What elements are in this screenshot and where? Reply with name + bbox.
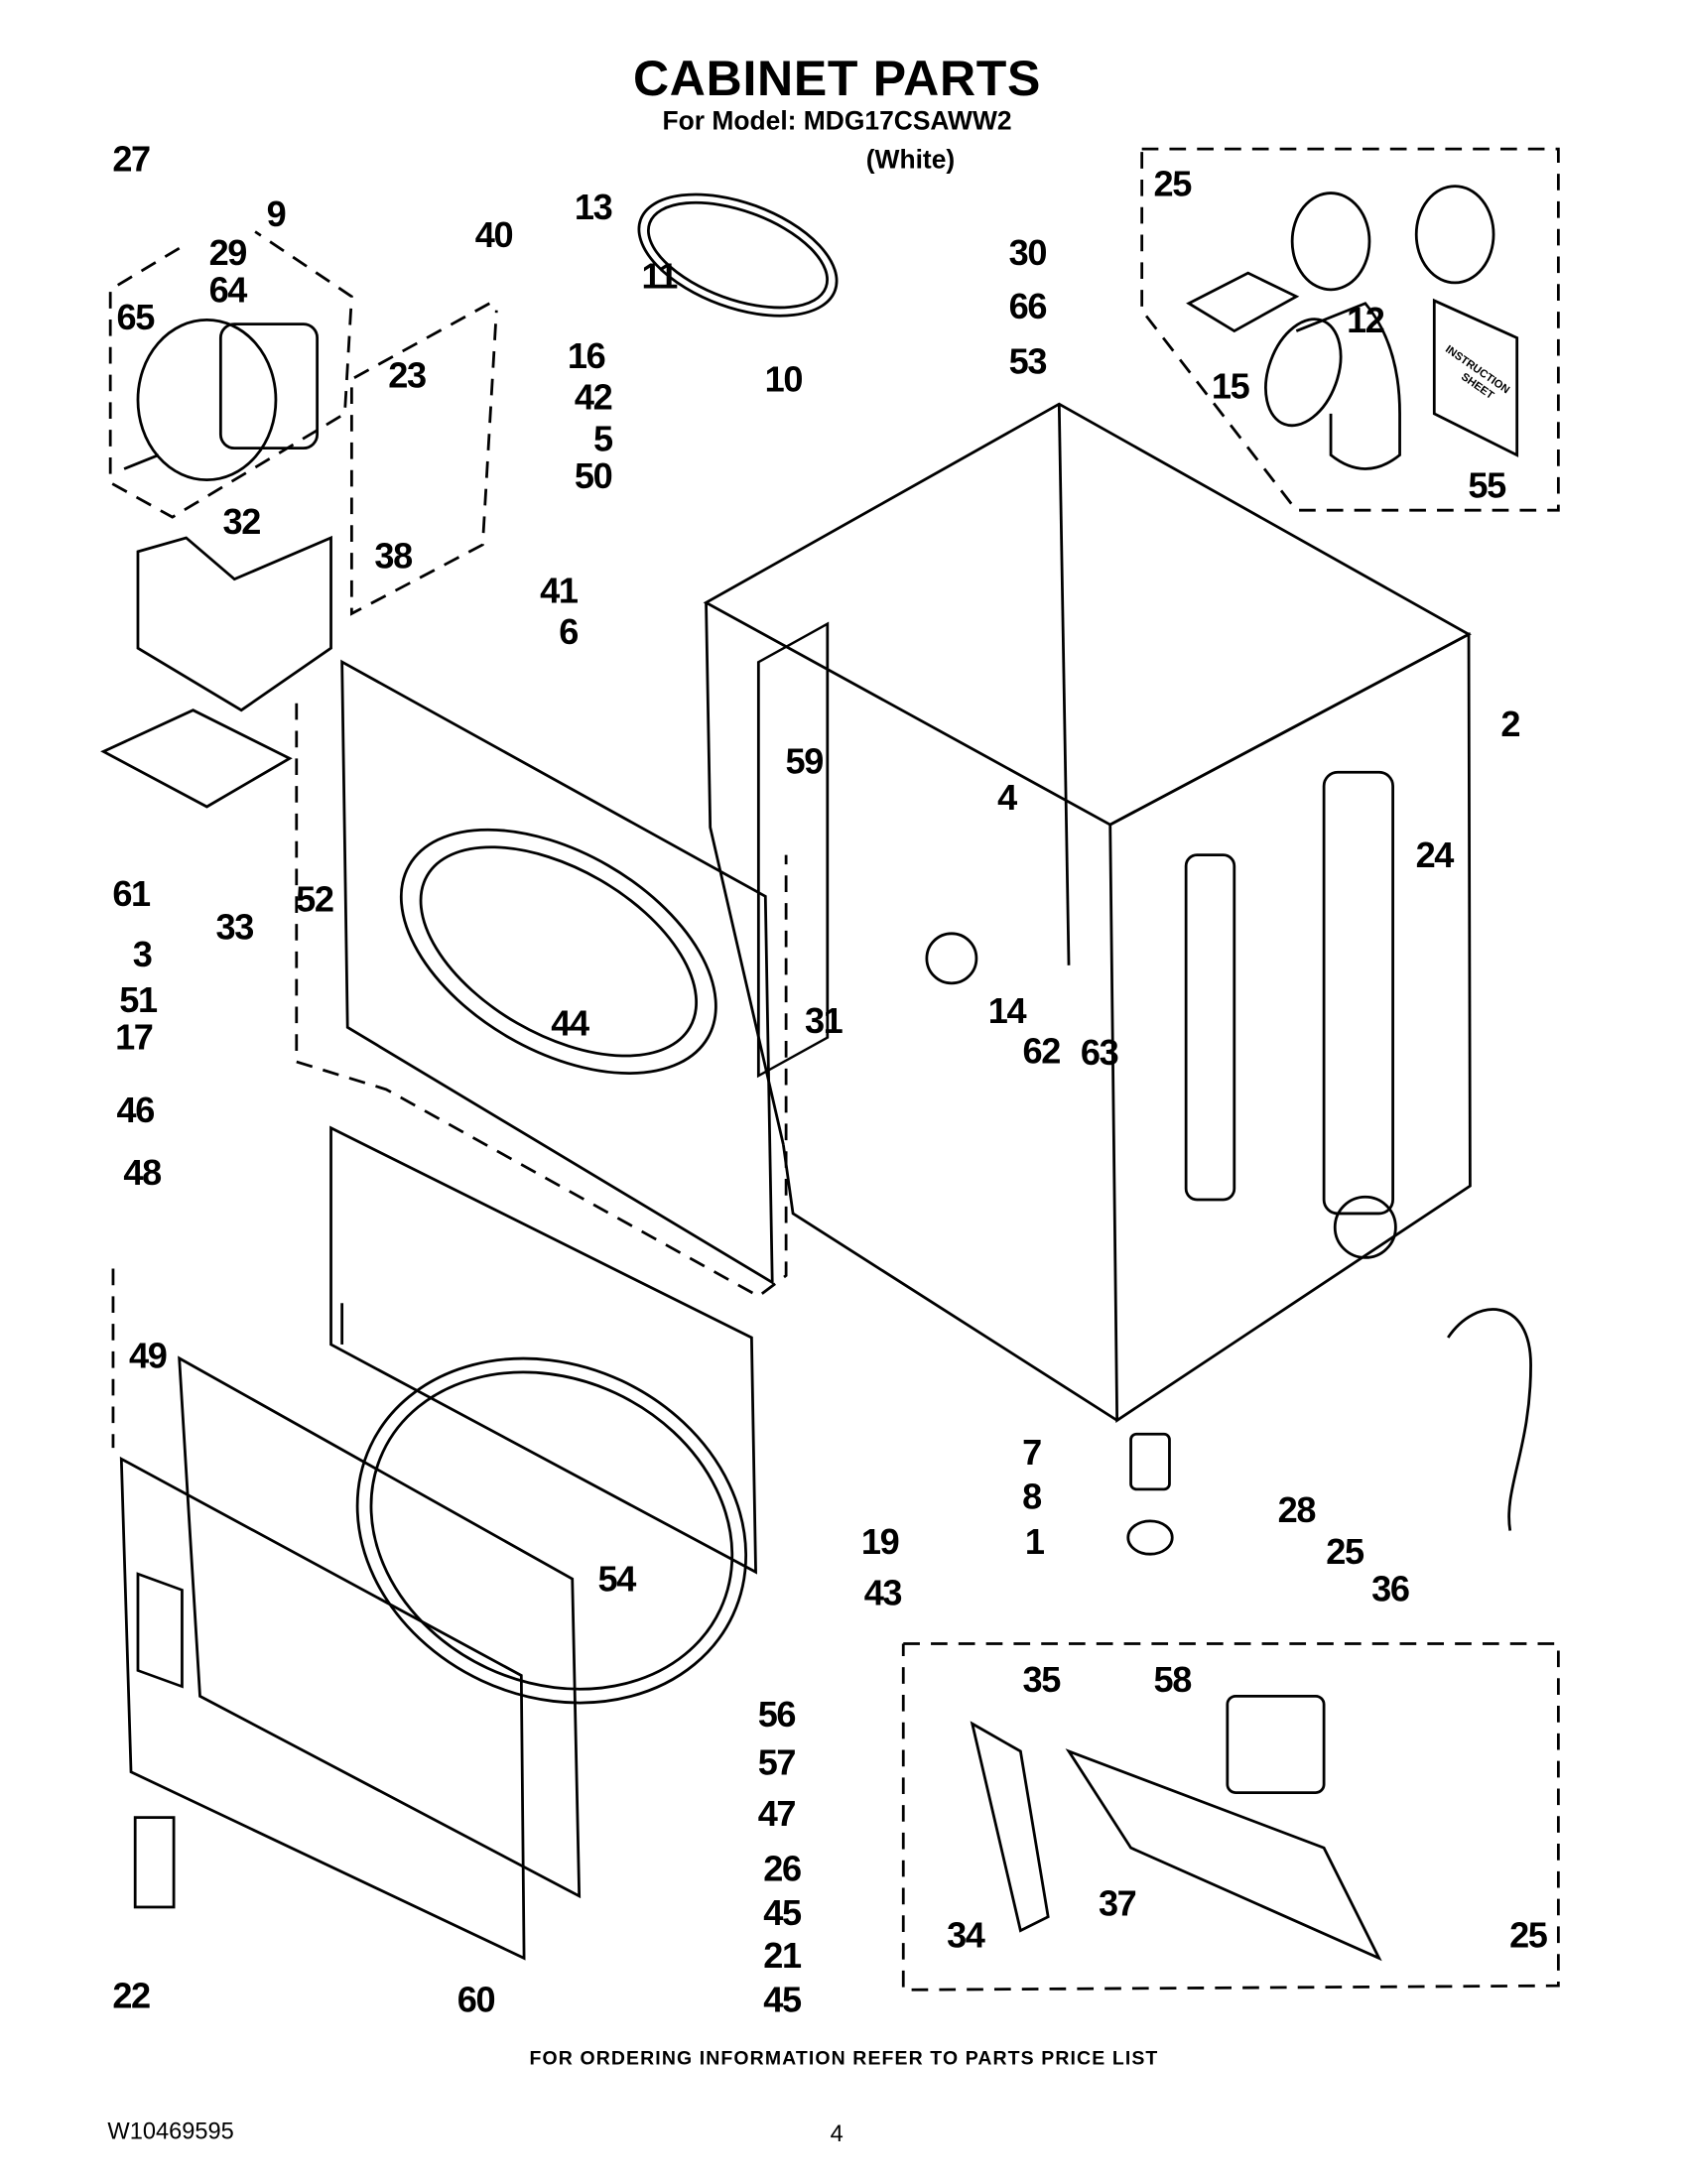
part-callout: 52 [296,878,334,920]
front-panel [340,659,774,1285]
part-callout: 44 [551,1002,589,1045]
part-callout: 60 [456,1979,496,2020]
part-callout: 29 [208,231,248,274]
part-callout: 12 [1347,299,1385,341]
part-callout: 16 [567,334,606,377]
part-callout: 23 [388,354,427,396]
part-callout: 64 [208,268,248,311]
part-callout: 54 [597,1558,636,1601]
part-callout: 51 [119,978,158,1021]
part-callout: 33 [215,906,255,948]
part-callout: 53 [1008,340,1048,382]
part-callout: 43 [863,1572,903,1613]
part-callout: 4 [997,776,1017,819]
part-callout: 24 [1415,834,1455,876]
insulation-pad [100,708,293,809]
part-callout: 1 [1024,1520,1045,1563]
part-callout: 2 [1500,703,1520,745]
part-callout: 56 [757,1693,797,1735]
part-callout: 28 [1277,1488,1317,1531]
part-callout: 6 [559,610,579,653]
model-line: For Model: MDG17CSAWW2 [662,107,1012,137]
part-callout: 32 [222,500,261,543]
part-callout: 57 [757,1741,797,1783]
front-panel-group-outline [295,703,788,1298]
part-callout: 55 [1468,464,1506,507]
part-callout: 25 [1509,1913,1548,1956]
part-callout: 7 [1022,1431,1042,1474]
vent-elbow [1264,302,1401,470]
vent-caps [1290,185,1495,292]
part-callout: 15 [1211,365,1250,407]
part-callout: 59 [785,740,824,782]
page-title: CABINET PARTS [632,50,1042,107]
part-callout: 66 [1008,285,1048,327]
part-callout: 26 [763,1848,802,1889]
motor [123,319,320,482]
part-callout: 19 [860,1520,900,1563]
part-callout: 63 [1080,1031,1119,1074]
power-cord [1447,1308,1532,1531]
part-callout: 21 [763,1934,802,1977]
part-callout: 14 [987,989,1027,1032]
part-callout: 25 [1153,162,1193,204]
switch-group-outline [349,302,498,616]
part-callout: 25 [1326,1530,1364,1573]
page-number: 4 [830,2120,844,2147]
part-callout: 61 [112,872,151,915]
part-callout: 65 [116,296,155,338]
part-callout: 45 [763,1979,802,2020]
drive-belt [637,193,839,318]
ordering-note: FOR ORDERING INFORMATION REFER TO PARTS … [529,2046,1159,2069]
part-callout: 9 [266,193,287,235]
part-callout: 62 [1022,1030,1062,1072]
group-outlines [108,147,1560,1991]
part-callout: 27 [112,137,151,180]
part-callout: 31 [804,999,844,1042]
part-callout: 37 [1098,1881,1137,1924]
part-callout: 8 [1022,1475,1042,1517]
document-number: W10469595 [107,2118,234,2144]
instruction-sheet-outline [1432,298,1519,457]
part-callout: 38 [374,535,413,577]
motor-mount [136,535,332,712]
part-callout: 22 [112,1975,151,2016]
part-callout: 41 [540,569,579,611]
door [119,1355,582,1961]
part-callout: 49 [128,1335,168,1376]
part-callout: 11 [641,255,679,297]
door-seal [355,1356,748,1705]
toe-panel [329,1125,757,1575]
part-callout: 5 [592,418,613,459]
part-callout: 30 [1008,231,1048,274]
part-callout: 42 [574,376,613,419]
part-callout: 35 [1022,1658,1062,1701]
accessory-group-outline [1140,147,1560,512]
part-callout: 47 [757,1792,797,1835]
part-callout: 10 [764,358,804,401]
part-callout: 3 [132,933,153,975]
part-callout: 34 [947,1913,985,1956]
part-callout: 48 [123,1151,162,1194]
motor-group-outline [108,230,353,519]
part-callout: 36 [1371,1568,1410,1609]
part-callout: 45 [763,1891,802,1934]
leveling-leg [1126,1432,1174,1556]
burner-assembly [970,1694,1382,1962]
part-callout: 13 [574,186,613,228]
part-callout: 58 [1153,1658,1193,1701]
part-callout: 46 [116,1089,155,1131]
part-callout: 17 [115,1016,154,1058]
cabinet-body [703,402,1472,1423]
part-callout: 40 [474,213,514,256]
access-cover [1186,271,1300,333]
model-color: (White) [865,146,956,176]
burner-group-outline [901,1642,1560,1991]
part-callout: 50 [574,454,613,497]
